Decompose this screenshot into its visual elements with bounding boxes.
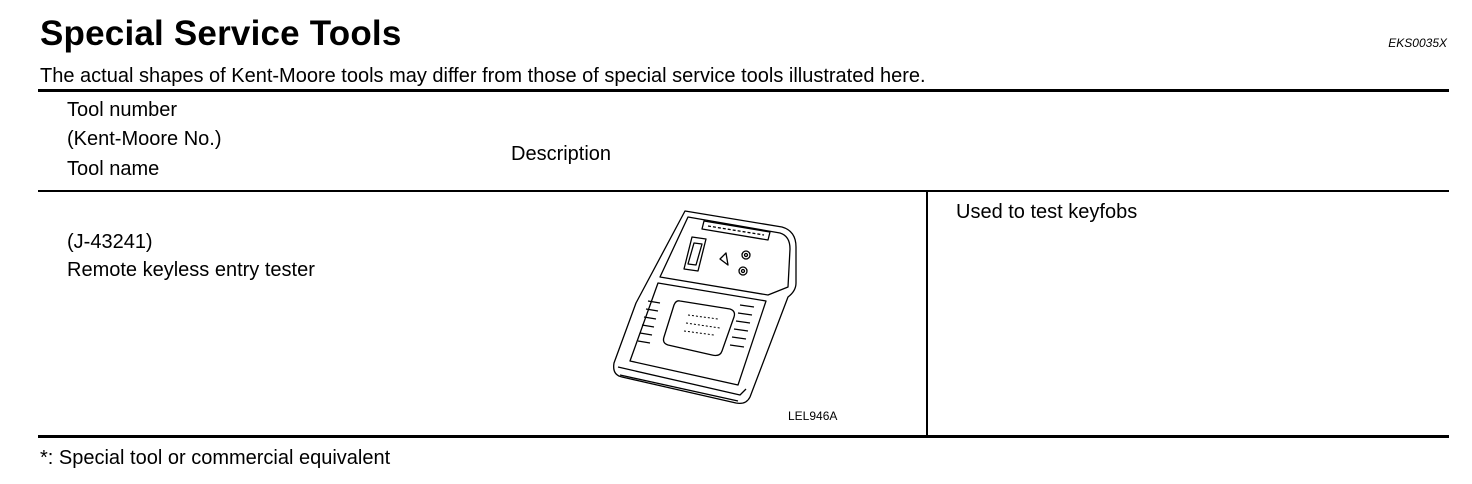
tester-symbol (719, 252, 729, 266)
tool-number: (J-43241) (67, 231, 153, 253)
column-header-tool-name: Tool name (67, 158, 160, 180)
tester-lower-panel (629, 282, 767, 386)
tester-knob (741, 250, 751, 260)
table-header-rule (38, 190, 1449, 192)
column-divider (926, 192, 928, 435)
table-top-rule (38, 89, 1449, 92)
tester-display-window (683, 236, 707, 272)
column-header-kent-moore: (Kent-Moore No.) (67, 128, 222, 150)
tester-top-banner (701, 220, 771, 241)
tester-center-pad (662, 300, 736, 357)
tool-name: Remote keyless entry tester (67, 259, 315, 281)
tester-indicator (738, 266, 748, 276)
tool-description: Used to test keyfobs (956, 201, 1138, 223)
keyless-entry-tester-illustration (613, 210, 797, 405)
tester-top-face (659, 216, 791, 296)
table-bottom-rule (38, 435, 1449, 438)
column-header-description: Description (511, 143, 612, 165)
figure-code: LEL946A (788, 409, 838, 423)
column-header-tool-number: Tool number (67, 99, 178, 121)
tester-body-outline (613, 210, 797, 405)
document-code: EKS0035X (1388, 36, 1447, 50)
footnote: *: Special tool or commercial equivalent (40, 447, 391, 469)
page-title: Special Service Tools (40, 14, 402, 53)
tester-base-edge (617, 366, 747, 396)
intro-text: The actual shapes of Kent-Moore tools ma… (40, 65, 926, 87)
